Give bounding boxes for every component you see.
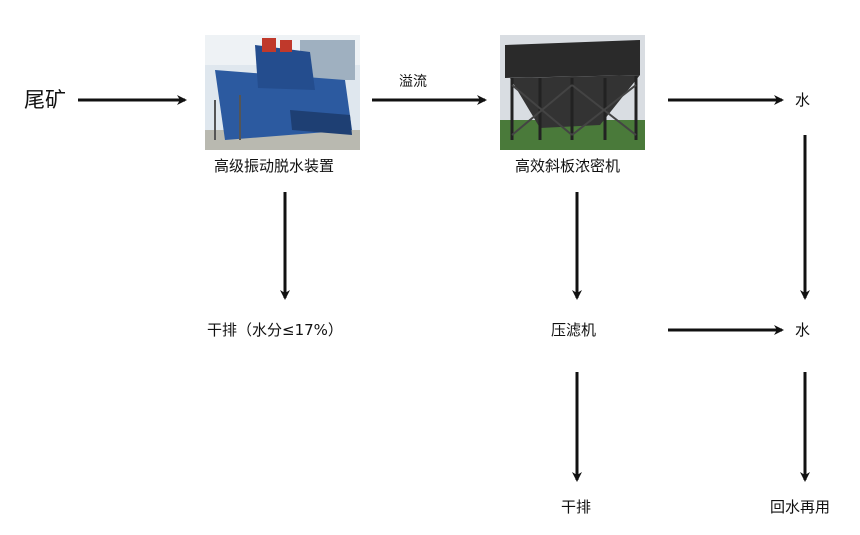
node-tailings: 尾矿 [24,88,66,112]
node-water-1: 水 [795,91,811,109]
label-overflow: 溢流 [399,74,427,90]
node-dry-discharge-1: 干排（水分≤17%） [207,321,343,339]
node-recycled-water: 回水再用 [770,498,831,516]
node-dewatering-screen: 高级振动脱水装置 [214,157,335,175]
flow-arrows [78,95,810,482]
node-filter-press: 压滤机 [551,321,597,339]
thickener-photo [500,35,645,150]
node-thickener: 高效斜板浓密机 [515,157,621,175]
node-dry-discharge-2: 干排 [561,498,592,516]
dewatering-screen-photo [205,35,360,150]
node-water-2: 水 [795,321,811,339]
